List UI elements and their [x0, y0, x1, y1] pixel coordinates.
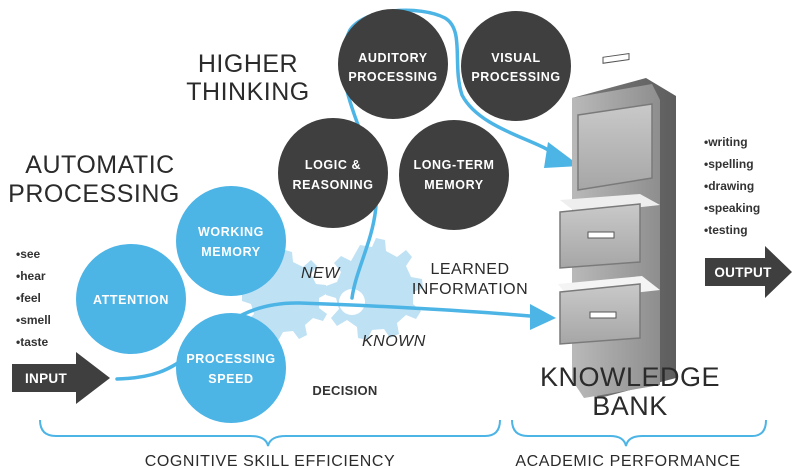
output-label: OUTPUT	[714, 265, 772, 280]
circle-label: MEMORY	[201, 245, 260, 259]
circle-label: AUDITORY	[358, 51, 427, 65]
circle-long-term-memory: LONG-TERM MEMORY	[399, 120, 509, 230]
circle-label: WORKING	[198, 225, 264, 239]
footer-academic-performance: ACADEMIC PERFORMANCE	[515, 453, 740, 468]
circle-label: PROCESSING	[186, 352, 275, 366]
list-item: •feel	[16, 291, 41, 305]
circle-label: PROCESSING	[471, 70, 560, 84]
circle-logic-reasoning: LOGIC & REASONING	[278, 118, 388, 228]
list-item: •hear	[16, 269, 46, 283]
arrowhead-icon	[544, 142, 580, 168]
heading-higher-thinking: THINKING	[186, 78, 309, 106]
list-item: •see	[16, 247, 41, 261]
list-item: •drawing	[704, 179, 754, 193]
circle-label: SPEED	[208, 372, 253, 386]
heading-knowledge-bank: BANK	[592, 391, 668, 421]
arrowhead-icon	[530, 304, 556, 330]
label-known: KNOWN	[362, 333, 426, 350]
circle-label: ATTENTION	[93, 293, 169, 307]
label-learned-information: INFORMATION	[412, 281, 528, 298]
list-item: •testing	[704, 223, 748, 237]
outputs-list: •writing •spelling •drawing •speaking •t…	[704, 135, 760, 237]
circle-label: MEMORY	[424, 178, 483, 192]
circle-working-memory: WORKING MEMORY	[176, 186, 286, 296]
list-item: •taste	[16, 335, 49, 349]
list-item: •speaking	[704, 201, 760, 215]
input-label: INPUT	[25, 371, 67, 386]
circle-processing-speed: PROCESSING SPEED	[176, 313, 286, 423]
circle-visual-processing: VISUAL PROCESSING	[461, 11, 571, 121]
bracket-cognitive	[39, 419, 501, 447]
label-decision: DECISION	[312, 383, 377, 398]
bracket-academic	[511, 419, 767, 447]
circle-label: PROCESSING	[348, 70, 437, 84]
label-learned-information: LEARNED	[430, 261, 509, 278]
output-arrow: OUTPUT	[705, 246, 792, 298]
list-item: •smell	[16, 313, 51, 327]
circle-label: LOGIC &	[305, 158, 361, 172]
heading-automatic-processing: PROCESSING	[8, 180, 180, 208]
label-new: NEW	[301, 265, 341, 282]
heading-higher-thinking: HIGHER	[198, 50, 298, 78]
circle-label: VISUAL	[491, 51, 540, 65]
list-item: •writing	[704, 135, 748, 149]
list-item: •spelling	[704, 157, 754, 171]
circle-attention: ATTENTION	[76, 244, 186, 354]
filing-cabinet-icon	[558, 53, 676, 398]
circle-label: REASONING	[292, 178, 373, 192]
senses-list: •see •hear •feel •smell •taste	[16, 247, 51, 349]
circle-auditory-processing: AUDITORY PROCESSING	[338, 9, 448, 119]
circle-label: LONG-TERM	[413, 158, 494, 172]
input-arrow: INPUT	[12, 352, 110, 404]
footer-cognitive-skill-efficiency: COGNITIVE SKILL EFFICIENCY	[145, 453, 396, 468]
heading-knowledge-bank: KNOWLEDGE	[540, 362, 720, 392]
heading-automatic-processing: AUTOMATIC	[25, 151, 174, 179]
